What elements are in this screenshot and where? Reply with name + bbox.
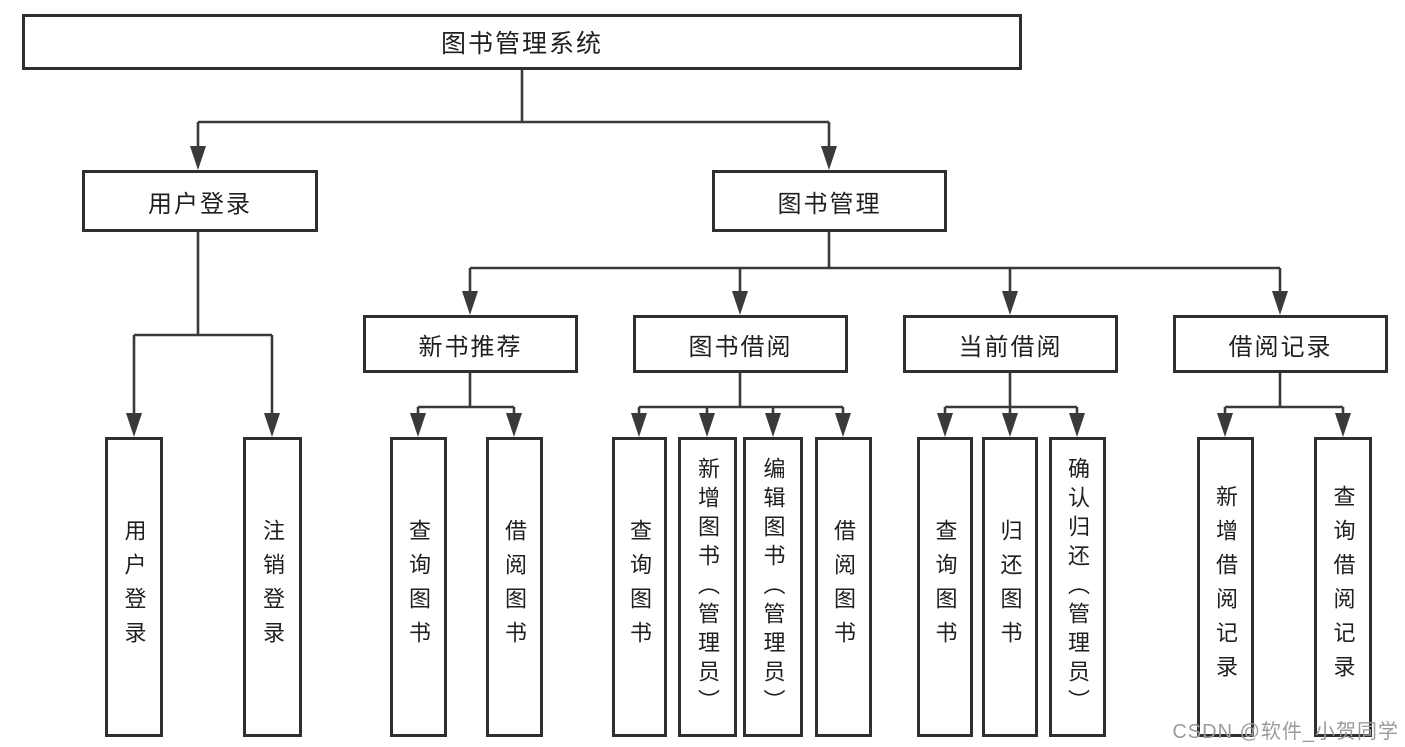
- leaf-user-login: 用户登录: [105, 437, 163, 737]
- leaf-edit-book-admin: 编辑图书（管理员）: [743, 437, 803, 737]
- leaf-label: 确认归还（管理员）: [1065, 456, 1091, 718]
- node-borrowing-records: 借阅记录: [1173, 315, 1388, 373]
- node-label: 图书借阅: [688, 333, 793, 361]
- leaf-label: 查询图书: [932, 519, 958, 655]
- csdn-watermark: CSDN @软件_小贺同学: [1172, 721, 1399, 743]
- leaf-query-books-current: 查询图书: [917, 437, 973, 737]
- leaf-borrow-books-borrowing: 借阅图书: [815, 437, 872, 737]
- leaf-add-book-admin: 新增图书（管理员）: [678, 437, 737, 737]
- leaf-add-borrow-record: 新增借阅记录: [1197, 437, 1254, 737]
- leaf-label: 编辑图书（管理员）: [760, 456, 786, 718]
- leaf-label: 新增借阅记录: [1213, 485, 1239, 689]
- node-new-book-recommendation: 新书推荐: [363, 315, 578, 373]
- leaf-query-borrow-record: 查询借阅记录: [1314, 437, 1372, 737]
- node-book-management: 图书管理: [712, 170, 947, 232]
- leaf-label: 注销登录: [260, 519, 286, 655]
- node-book-borrowing: 图书借阅: [633, 315, 848, 373]
- node-label: 新书推荐: [418, 333, 523, 361]
- leaf-query-books-borrowing: 查询图书: [612, 437, 667, 737]
- leaf-label: 查询借阅记录: [1330, 485, 1356, 689]
- node-label: 当前借阅: [958, 333, 1063, 361]
- leaf-query-books-recommend: 查询图书: [390, 437, 447, 737]
- node-label: 借阅记录: [1228, 333, 1333, 361]
- node-library-management-system: 图书管理系统: [22, 14, 1022, 70]
- leaf-label: 用户登录: [121, 519, 147, 655]
- leaf-label: 新增图书（管理员）: [695, 456, 721, 718]
- leaf-confirm-return-admin: 确认归还（管理员）: [1049, 437, 1106, 737]
- leaf-label: 查询图书: [406, 519, 432, 655]
- leaf-label: 借阅图书: [502, 519, 528, 655]
- leaf-logout: 注销登录: [243, 437, 302, 737]
- node-label: 用户登录: [148, 190, 252, 218]
- node-label: 图书管理: [777, 190, 882, 218]
- leaf-label: 查询图书: [627, 519, 653, 655]
- node-current-borrowing: 当前借阅: [903, 315, 1118, 373]
- leaf-borrow-books-recommend: 借阅图书: [486, 437, 543, 737]
- node-user-login: 用户登录: [82, 170, 318, 232]
- leaf-return-books: 归还图书: [982, 437, 1038, 737]
- leaf-label: 借阅图书: [831, 519, 857, 655]
- node-label: 图书管理系统: [440, 30, 603, 58]
- leaf-label: 归还图书: [997, 519, 1023, 655]
